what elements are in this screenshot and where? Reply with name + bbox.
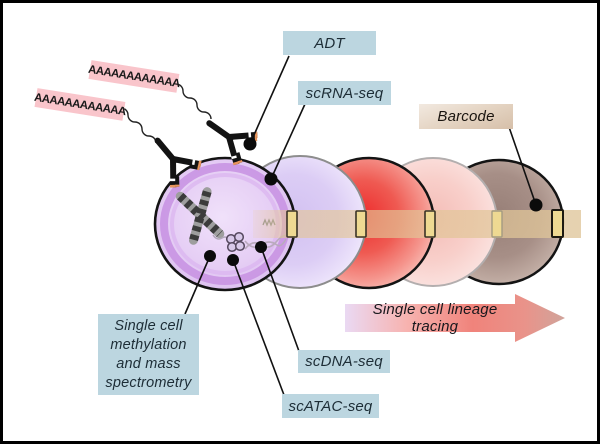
- lineage-band: [253, 210, 581, 238]
- scdna-pointer-dot: [255, 241, 267, 253]
- chromosome-icon: [175, 187, 225, 245]
- diagram-canvas: [120, 55, 581, 396]
- methylation-label: Single cell methylation and mass spectro…: [98, 314, 199, 395]
- lineage-tracing-label: Single cell lineage tracing: [372, 301, 498, 335]
- barcode-chip: [491, 210, 503, 238]
- barcode-chip: [355, 210, 367, 238]
- adt-pointer-line: [249, 55, 290, 145]
- barcode-chip: [551, 209, 564, 238]
- barcode-chips: [286, 209, 564, 238]
- scdna-seq-label: scDNA-seq: [298, 350, 390, 373]
- scrna-pointer-line: [270, 103, 306, 180]
- scatac-pointer-line: [232, 259, 285, 396]
- oligo-tether: [175, 83, 212, 120]
- scatac-pointer-dot: [227, 254, 239, 266]
- scrna-seq-label: scRNA-seq: [298, 81, 391, 105]
- barcode-chip: [286, 210, 298, 238]
- barcode-pointer-line: [508, 126, 537, 206]
- adt-label: ADT: [283, 31, 376, 55]
- adt-pointer-dot: [243, 137, 257, 151]
- barcode-label: Barcode: [419, 104, 513, 129]
- scatac-seq-label: scATAC-seq: [282, 394, 379, 418]
- lineage-arrow: [345, 294, 565, 342]
- methylation-pointer-line: [184, 255, 211, 315]
- scdna-pointer-line: [260, 246, 301, 355]
- nucleosomes-icon: [225, 231, 246, 253]
- barcode-chip: [424, 210, 436, 238]
- barcode-pointer-dot: [529, 198, 543, 212]
- cell-purple: [153, 156, 297, 292]
- methylation-pointer-dot: [204, 250, 216, 262]
- oligo-tether: [120, 107, 157, 144]
- scrna-pointer-dot: [264, 172, 278, 186]
